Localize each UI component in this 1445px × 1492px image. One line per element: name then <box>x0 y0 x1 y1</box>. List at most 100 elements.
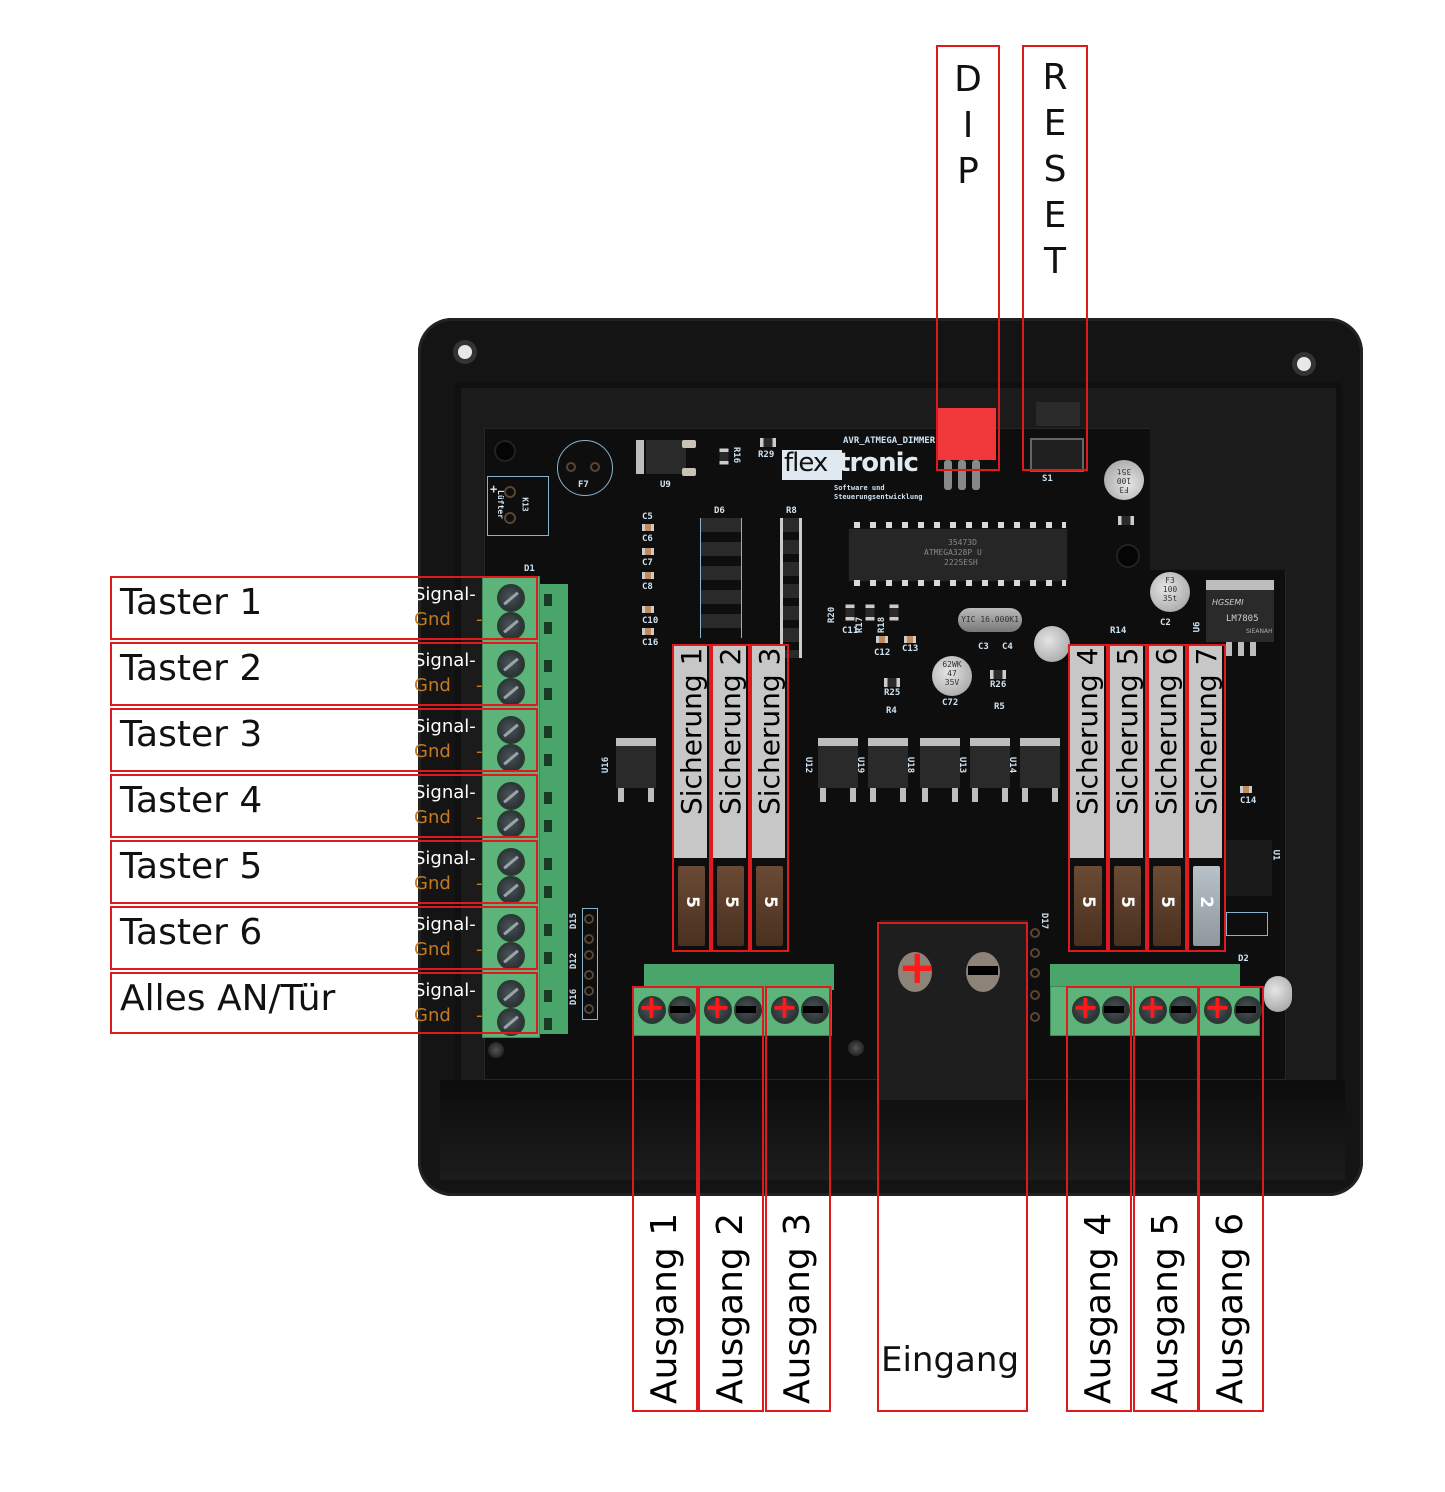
power-plus-mark: + <box>898 940 937 994</box>
signal-screw[interactable] <box>497 782 525 810</box>
fuse-body[interactable] <box>678 866 705 946</box>
r20-resistor <box>845 604 855 621</box>
mosfet-leg <box>820 788 826 802</box>
brand-logo-text-light: tronic <box>838 448 919 478</box>
output-plus-screw[interactable] <box>704 996 732 1024</box>
mosfet-u13 <box>970 738 1010 788</box>
fuse-label-bg <box>1070 646 1104 858</box>
signal-screw[interactable] <box>497 584 525 612</box>
gnd-dash: - <box>476 741 483 762</box>
pcb-mount-hole <box>494 440 516 462</box>
signal-screw[interactable] <box>497 980 525 1008</box>
c5-capacitor <box>642 524 654 531</box>
c72-text: 35V <box>944 678 960 687</box>
reset-button-cap[interactable] <box>1036 402 1080 426</box>
c2-text: F3 <box>1165 576 1175 585</box>
brand-sub2: Steuerungsentwicklung <box>834 493 923 501</box>
output-minus-mark <box>1171 1006 1191 1013</box>
mosfet-u12 <box>818 738 858 788</box>
input-callout: Taster 5 <box>110 840 538 904</box>
u6-silk: U6 <box>1192 621 1203 633</box>
output-plus-mark: + <box>771 988 798 1026</box>
output-callout: Ausgang 1 <box>632 986 698 1412</box>
gnd-label: Gnd <box>414 1005 451 1026</box>
f7-pad <box>590 462 600 472</box>
u12-silk: U12 <box>803 756 814 774</box>
fan-plus-silk: + <box>490 482 498 496</box>
pcb-cutout <box>1150 420 1300 570</box>
fuse-body[interactable] <box>1192 866 1220 946</box>
d16-silk: D16 <box>569 988 580 1006</box>
capacitor <box>1034 626 1070 662</box>
gnd-dash: - <box>476 939 483 960</box>
c12-silk: C12 <box>874 648 891 658</box>
gnd-screw[interactable] <box>497 1008 525 1036</box>
output-label: Ausgang 5 <box>1145 1212 1186 1404</box>
gnd-screw[interactable] <box>497 612 525 640</box>
resistor-array <box>780 518 802 658</box>
power-input-label: Eingang <box>881 1340 1020 1380</box>
signal-screw[interactable] <box>497 914 525 942</box>
mosfet-leg <box>1052 788 1058 802</box>
output-plus-screw[interactable] <box>1139 996 1167 1024</box>
fuse-body[interactable] <box>756 866 783 946</box>
signal-screw[interactable] <box>497 848 525 876</box>
r29-silk: R29 <box>758 450 775 460</box>
gnd-label: Gnd <box>414 609 451 630</box>
fuse-body[interactable] <box>1113 866 1141 946</box>
fan-connector-outline <box>487 476 549 536</box>
input-callout: Taster 4 <box>110 774 538 838</box>
terminal-port <box>544 858 552 870</box>
signal-screw[interactable] <box>497 650 525 678</box>
r8-silk: R8 <box>786 506 797 516</box>
output-plus-screw[interactable] <box>1204 996 1232 1024</box>
mcu-pins-bottom <box>848 580 1066 586</box>
u6-leg <box>1226 642 1232 656</box>
fuse-body[interactable] <box>717 866 744 946</box>
diode-array <box>700 518 742 638</box>
u9-tab <box>636 440 644 474</box>
output-plus-mark: + <box>1204 988 1231 1026</box>
input-callout: Taster 1 <box>110 576 538 640</box>
header-pad <box>584 970 594 980</box>
u18-silk: U18 <box>905 756 916 774</box>
c10-silk: C10 <box>642 616 659 626</box>
fuse-body[interactable] <box>1153 866 1181 946</box>
gnd-dash: - <box>476 675 483 696</box>
capacitor <box>1264 976 1292 1012</box>
output-minus-mark <box>1104 1006 1124 1013</box>
fuse-body[interactable] <box>1074 866 1102 946</box>
gnd-dash: - <box>476 873 483 894</box>
output-plus-screw[interactable] <box>638 996 666 1024</box>
r4-silk: R4 <box>886 706 897 716</box>
signal-screw[interactable] <box>497 716 525 744</box>
power-plus-screw[interactable] <box>898 952 932 992</box>
mosfet-leg <box>972 788 978 802</box>
u6-part: LM7805 <box>1226 614 1259 624</box>
reset-button-body[interactable] <box>1030 438 1084 472</box>
gnd-label: Gnd <box>414 873 451 894</box>
terminal-port <box>544 952 552 964</box>
mosfet-leg <box>1002 788 1008 802</box>
power-input-callout: Eingang <box>877 922 1028 1412</box>
brand-logo-text-dark: flex <box>784 448 828 478</box>
r25-resistor <box>884 678 900 687</box>
output-plus-screw[interactable] <box>771 996 799 1024</box>
output-label: Ausgang 6 <box>1210 1212 1251 1404</box>
gnd-screw[interactable] <box>497 744 525 772</box>
output-callout: Ausgang 6 <box>1198 986 1264 1412</box>
fuse-label-bg <box>1188 646 1222 858</box>
callout-letter: D <box>954 59 982 100</box>
callout-letter: E <box>1043 103 1067 144</box>
output-plus-screw[interactable] <box>1072 996 1100 1024</box>
gnd-screw[interactable] <box>497 810 525 838</box>
r20-silk: R20 <box>827 606 838 624</box>
mcu-chip <box>848 528 1068 582</box>
d12-silk: D12 <box>569 952 580 970</box>
dip-switch[interactable] <box>938 408 996 460</box>
mosfet-u14 <box>1020 738 1060 788</box>
output-callout: Ausgang 4 <box>1066 986 1132 1412</box>
